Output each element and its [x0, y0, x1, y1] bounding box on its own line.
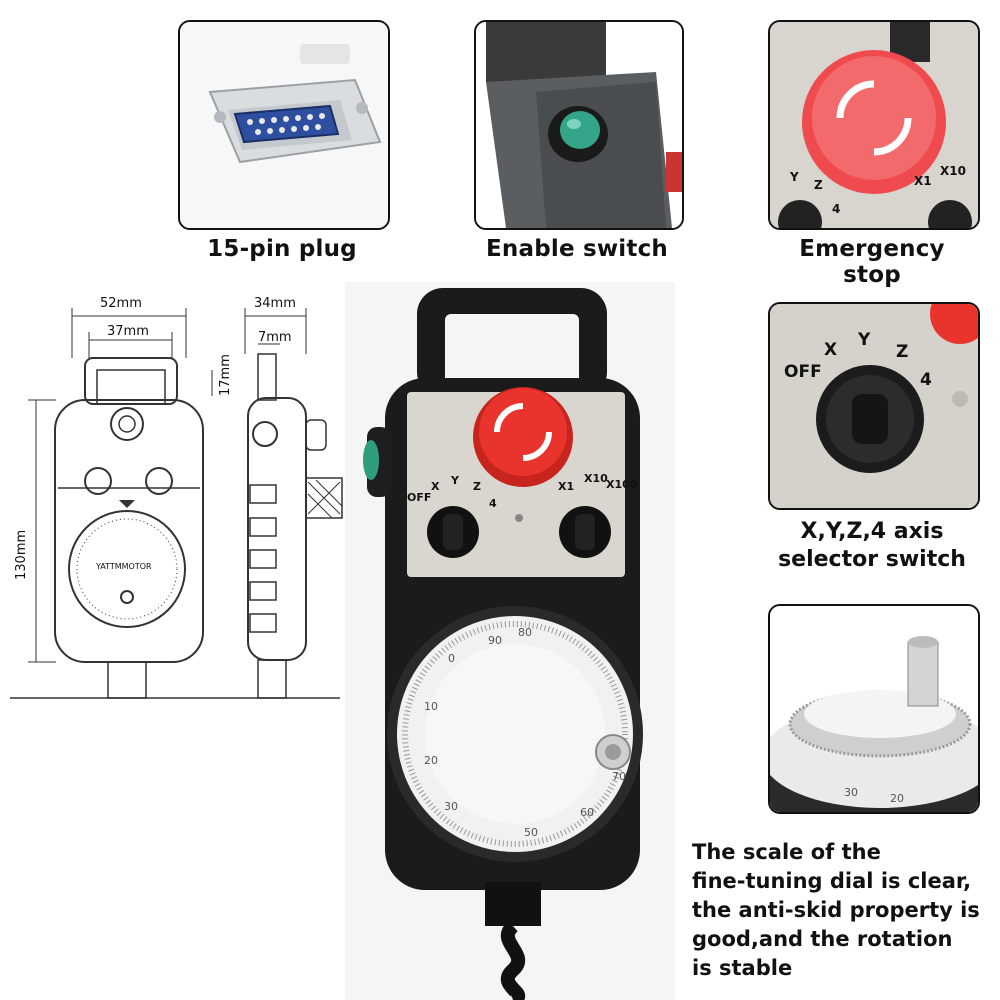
- dial-photo-panel: 30 20: [768, 604, 980, 814]
- axis-z-label: Z: [896, 342, 909, 362]
- fine-tuning-dial-image: [770, 606, 978, 812]
- desc-line-1: The scale of the: [692, 840, 881, 864]
- db15-connector-image: [180, 22, 388, 228]
- dial-scale-70: 70: [612, 770, 626, 783]
- axis-caption-line1: X,Y,Z,4 axis: [800, 519, 944, 544]
- dial-scale-60: 60: [580, 806, 594, 819]
- desc-line-2: fine-tuning dial is clear,: [692, 869, 972, 893]
- desc-line-4: good,and the rotation: [692, 927, 953, 951]
- estop-x10-label: X10: [940, 164, 966, 178]
- drawing-brand-label: YATTMMOTOR: [96, 562, 152, 571]
- desc-line-5: is stable: [692, 956, 793, 980]
- technical-drawing: [10, 308, 343, 699]
- dim-width-outer: 52mm: [100, 296, 142, 311]
- plug-photo-panel: [178, 20, 390, 230]
- pendant-z-label: Z: [473, 480, 481, 493]
- plug-caption: 15-pin plug: [207, 236, 357, 262]
- dial-scale-0: 0: [448, 652, 455, 665]
- enable-switch-image: [476, 22, 682, 228]
- dial-scale-30: 30: [444, 800, 458, 813]
- axis-off-label: OFF: [784, 362, 822, 382]
- pendant-y-label: Y: [451, 474, 459, 487]
- dim-height: 130mm: [14, 529, 29, 580]
- pendant-x-label: X: [431, 480, 440, 493]
- pendant-off-label: OFF: [407, 491, 432, 504]
- pendant-4-label: 4: [489, 497, 497, 510]
- dim-width-inner: 37mm: [107, 324, 149, 339]
- mpg-pendant-image: [345, 282, 675, 1000]
- axis-selector-photo-panel: OFF X Y Z 4: [768, 302, 980, 510]
- estop-photo-panel: Y Z 4 X1 X10: [768, 20, 980, 230]
- enable-caption: Enable switch: [486, 236, 668, 262]
- estop-caption: Emergency stop: [799, 236, 945, 288]
- dim-handle-height: 17mm: [218, 354, 233, 396]
- dim-depth-inner: 7mm: [258, 330, 292, 345]
- dial-scale-50: 50: [524, 826, 538, 839]
- axis-4-label: 4: [920, 370, 932, 390]
- dial-scale-90: 90: [488, 634, 502, 647]
- estop-x1-label: X1: [914, 174, 932, 188]
- axis-selector-image: [770, 304, 978, 508]
- dial-scale-80: 80: [518, 626, 532, 639]
- pendant-x10-label: X10: [584, 472, 608, 485]
- desc-line-3: the anti-skid property is: [692, 898, 980, 922]
- axis-caption-line2: selector switch: [778, 547, 966, 572]
- pendant-x1-label: X1: [558, 480, 575, 493]
- axis-x-label: X: [824, 340, 838, 360]
- axis-y-label: Y: [858, 330, 871, 350]
- dial-photo-scale-20: 20: [890, 792, 904, 805]
- estop-y-label: Y: [790, 170, 799, 184]
- dim-depth: 34mm: [254, 296, 296, 311]
- pendant-x100-label: X100: [606, 478, 638, 491]
- dial-scale-20: 20: [424, 754, 438, 767]
- estop-z-label: Z: [814, 178, 823, 192]
- estop-image: [770, 22, 978, 228]
- dial-scale-10: 10: [424, 700, 438, 713]
- estop-4-label: 4: [832, 202, 841, 216]
- dial-photo-scale-30: 30: [844, 786, 858, 799]
- dial-description: The scale of the fine-tuning dial is cle…: [692, 838, 992, 983]
- enable-switch-photo-panel: [474, 20, 684, 230]
